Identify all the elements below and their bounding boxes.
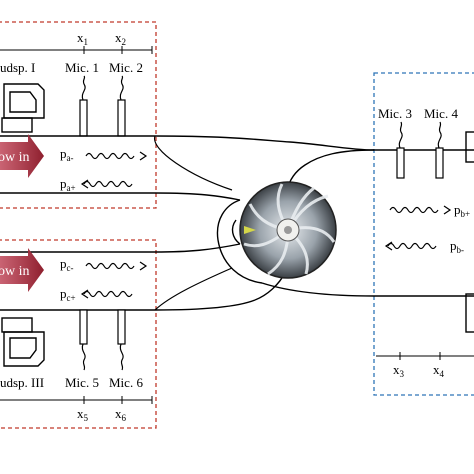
mic-3-label: Mic. 3 — [378, 106, 412, 121]
loudspeaker-3-icon — [1, 317, 45, 367]
loudspeaker-2-icon — [465, 131, 474, 163]
x3-label: x3 — [393, 362, 405, 379]
flow-in-label-top: ow in — [0, 150, 30, 165]
mic-1-icon — [79, 75, 88, 137]
x5-label: x5 — [77, 406, 89, 423]
x6-label: x6 — [115, 406, 127, 423]
mic-2-icon — [117, 75, 126, 137]
loudspeaker-4-icon — [465, 293, 474, 333]
wave-c-minus — [85, 261, 148, 271]
top-left-axis — [0, 46, 153, 54]
flow-in-label-bottom: ow in — [0, 264, 30, 279]
bottom-left-axis — [0, 396, 153, 404]
p-a-plus-label: pa+ — [60, 176, 76, 193]
p-c-minus-label: pc- — [60, 256, 74, 273]
top-duct — [0, 135, 375, 201]
x1-label: x1 — [77, 30, 88, 47]
right-duct — [374, 149, 474, 297]
p-c-plus-label: pc+ — [60, 286, 76, 303]
top-left-box — [0, 21, 157, 209]
mic-5-label: Mic. 5 — [65, 375, 99, 390]
p-a-minus-label: pa- — [60, 146, 74, 163]
right-axis — [376, 352, 474, 360]
right-box — [373, 72, 474, 396]
loudspeaker-3-label: udsp. III — [0, 375, 44, 390]
x2-label: x2 — [115, 30, 126, 47]
p-b-minus-label: pb- — [450, 238, 464, 255]
mic-4-label: Mic. 4 — [424, 106, 458, 121]
wave-b-minus — [384, 241, 437, 251]
flow-in-arrow-top — [0, 134, 44, 178]
bottom-duct — [0, 243, 256, 311]
mic-1-label: Mic. 1 — [65, 60, 99, 75]
p-b-plus-label: pb+ — [454, 202, 470, 219]
x4-label: x4 — [433, 362, 445, 379]
mic-5-icon — [79, 309, 88, 371]
wave-a-minus — [85, 151, 148, 161]
mic-6-label: Mic. 6 — [109, 375, 143, 390]
fan-impeller-icon — [239, 181, 337, 279]
mic-2-label: Mic. 2 — [109, 60, 143, 75]
loudspeaker-1-icon — [1, 83, 45, 133]
wave-c-plus — [80, 289, 133, 299]
wave-b-plus — [389, 205, 452, 215]
wave-a-plus — [80, 179, 133, 189]
loudspeaker-1-label: udsp. I — [0, 60, 35, 75]
bottom-left-box — [0, 239, 157, 429]
mic-6-icon — [117, 309, 126, 371]
mic-3-icon — [396, 121, 405, 179]
mic-4-icon — [435, 121, 444, 179]
flow-in-arrow-bottom — [0, 248, 44, 292]
